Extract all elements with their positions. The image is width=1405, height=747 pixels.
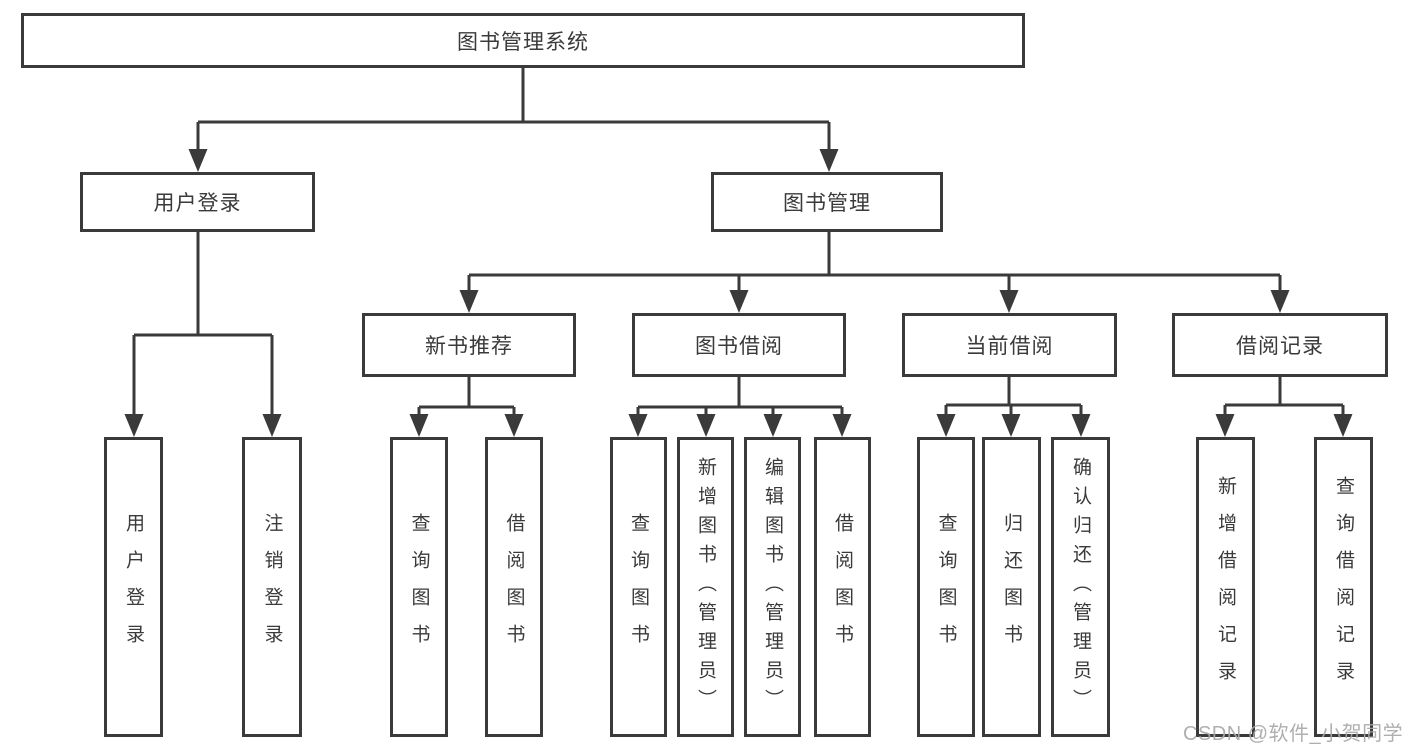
arrowhead <box>459 290 479 313</box>
node-new-book-recommend: 新书推荐 <box>362 313 576 377</box>
node-book-borrow: 图书借阅 <box>632 313 846 377</box>
leaf-confirm-return-admin: 确认归还（管理员） <box>1051 437 1110 737</box>
leaf-confirm-return-admin-label: 确认归还（管理员） <box>1070 456 1091 718</box>
arrowhead <box>936 414 956 437</box>
arrowhead <box>1071 414 1091 437</box>
leaf-newbook-query-book-label: 查询图书 <box>408 513 430 661</box>
leaf-newbook-borrow-book: 借阅图书 <box>485 437 543 737</box>
connector-new-book-split <box>417 377 516 417</box>
node-root: 图书管理系统 <box>21 13 1025 68</box>
node-user-login: 用户登录 <box>80 172 315 232</box>
leaf-borrow-book: 借阅图书 <box>814 437 871 737</box>
leaf-logout-label: 注销登录 <box>261 513 283 661</box>
node-borrow-record-label: 借阅记录 <box>1236 335 1324 358</box>
node-book-borrow-label: 图书借阅 <box>695 335 783 358</box>
leaf-user-login-label: 用户登录 <box>123 513 144 661</box>
arrowhead <box>504 414 524 437</box>
arrowhead <box>1270 290 1290 313</box>
leaf-borrow-book-label: 借阅图书 <box>832 513 853 661</box>
leaf-add-borrow-record-label: 新增借阅记录 <box>1215 476 1236 698</box>
arrowhead <box>1215 414 1235 437</box>
arrowhead <box>628 414 648 437</box>
node-user-login-label: 用户登录 <box>153 192 242 215</box>
arrowhead <box>999 290 1019 313</box>
leaf-edit-book-admin: 编辑图书（管理员） <box>744 437 801 737</box>
connector-book-borrow-split <box>636 377 844 417</box>
node-new-book-recommend-label: 新书推荐 <box>425 335 513 358</box>
arrowhead <box>832 414 852 437</box>
connector-book-management-split <box>467 232 1282 293</box>
node-borrow-record: 借阅记录 <box>1172 313 1388 377</box>
connector-root-split <box>196 68 831 152</box>
leaf-newbook-query-book: 查询图书 <box>390 437 448 737</box>
node-book-management-label: 图书管理 <box>783 192 871 215</box>
arrowhead <box>1001 414 1021 437</box>
leaf-current-query-book: 查询图书 <box>917 437 975 737</box>
leaf-logout: 注销登录 <box>242 437 302 737</box>
leaf-borrow-query-book: 查询图书 <box>610 437 667 737</box>
connector-borrow-record-split <box>1223 377 1345 417</box>
leaf-return-book: 归还图书 <box>982 437 1041 737</box>
leaf-add-book-admin-label: 新增图书（管理员） <box>695 456 716 718</box>
connector-current-borrow-split <box>944 377 1083 417</box>
arrowhead <box>188 149 208 172</box>
watermark-text: CSDN @软件_小贺同学 <box>1183 723 1404 745</box>
arrowhead <box>124 414 144 437</box>
leaf-user-login: 用户登录 <box>104 437 163 737</box>
leaf-add-book-admin: 新增图书（管理员） <box>677 437 734 737</box>
arrowhead <box>696 414 716 437</box>
node-current-borrow-label: 当前借阅 <box>965 335 1054 358</box>
node-book-management: 图书管理 <box>711 172 943 232</box>
leaf-edit-book-admin-label: 编辑图书（管理员） <box>762 456 783 718</box>
arrowhead <box>262 414 282 437</box>
leaf-newbook-borrow-book-label: 借阅图书 <box>503 513 525 661</box>
leaf-borrow-query-book-label: 查询图书 <box>628 513 649 661</box>
arrowhead <box>819 149 839 172</box>
arrowhead <box>763 414 783 437</box>
node-root-label: 图书管理系统 <box>457 30 589 54</box>
leaf-query-borrow-record: 查询借阅记录 <box>1314 437 1373 737</box>
node-current-borrow: 当前借阅 <box>902 313 1117 377</box>
connector-user-login-split <box>132 232 274 417</box>
arrowheads <box>124 149 1353 437</box>
arrowhead <box>1333 414 1353 437</box>
leaf-query-borrow-record-label: 查询借阅记录 <box>1333 476 1354 698</box>
leaf-add-borrow-record: 新增借阅记录 <box>1196 437 1255 737</box>
arrowhead <box>729 290 749 313</box>
arrowhead <box>409 414 429 437</box>
leaf-current-query-book-label: 查询图书 <box>935 513 957 661</box>
leaf-return-book-label: 归还图书 <box>1001 513 1022 661</box>
